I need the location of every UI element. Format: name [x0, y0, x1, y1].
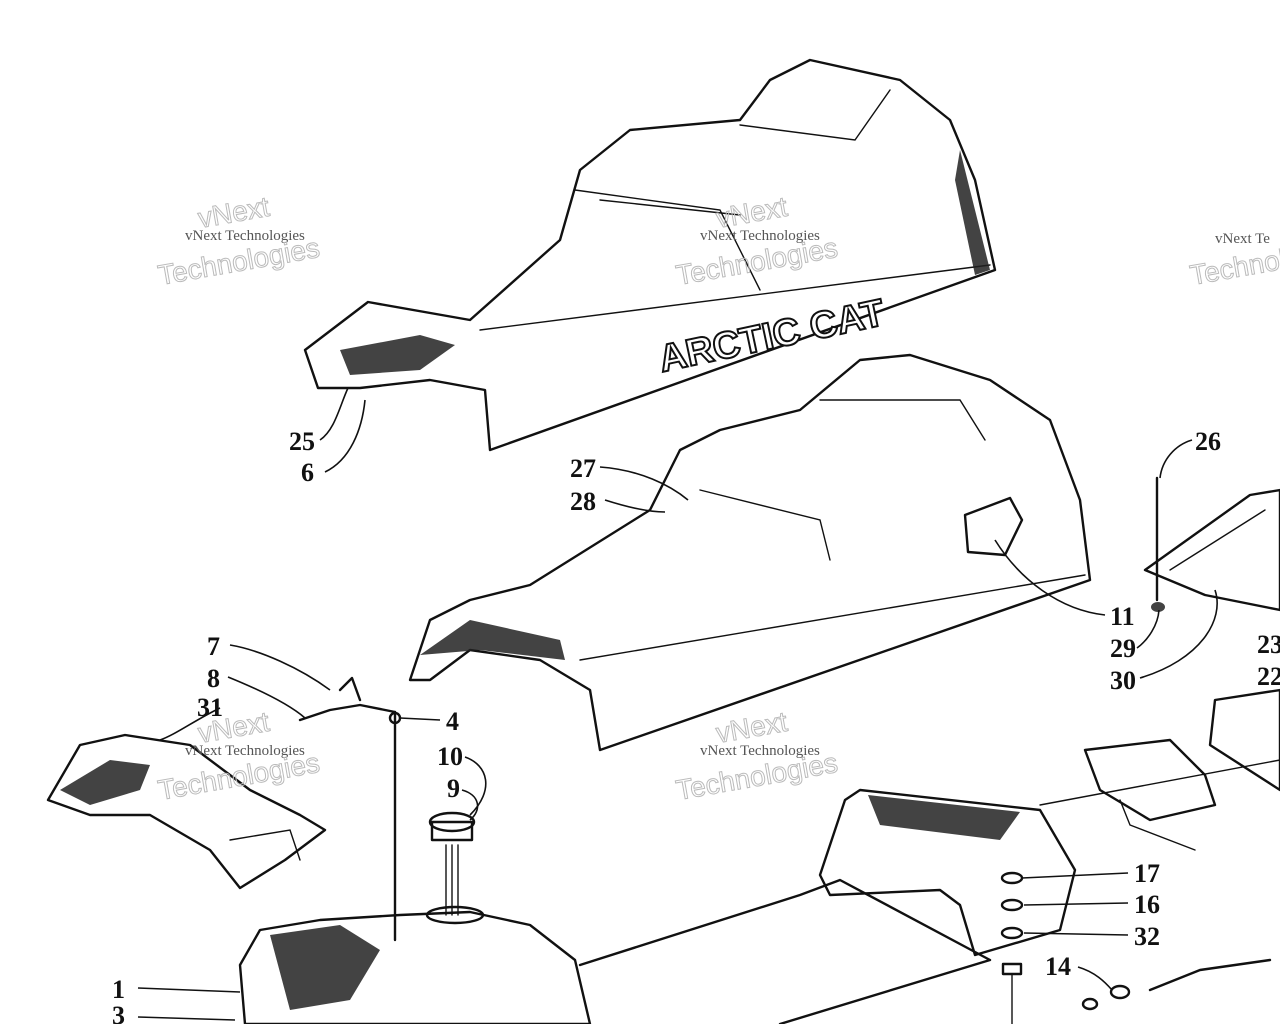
watermark-text: vNext Technologies [700, 228, 820, 244]
callout-29: 29 [1110, 634, 1136, 663]
callout-23: 23 [1257, 630, 1280, 659]
fuel-cap [428, 811, 476, 916]
callout-32: 32 [1134, 922, 1160, 951]
callout-30: 30 [1110, 666, 1136, 695]
watermark-text: vNext Te [1215, 231, 1270, 247]
hardware [1000, 476, 1272, 1024]
callout-3: 3 [112, 1001, 125, 1024]
callout-11: 11 [1110, 602, 1135, 631]
callout-17: 17 [1134, 859, 1160, 888]
callout-16: 16 [1134, 890, 1160, 919]
callout-22: 22 [1257, 662, 1280, 691]
callout-14: 14 [1045, 952, 1071, 981]
callout-4: 4 [446, 707, 459, 736]
frame-tunnel [578, 759, 1280, 1024]
callout-1: 1 [112, 975, 125, 1004]
callout-25: 25 [289, 427, 315, 456]
upper-seat-cover: ARCTIC CAT [303, 58, 997, 452]
callout-31: 31 [197, 693, 223, 722]
watermark-text: vNext Technologies [185, 743, 305, 759]
backrest [46, 733, 327, 890]
lower-seat [408, 353, 1092, 752]
callout-numbers: 25 6 27 28 11 26 29 30 23 22 7 8 4 31 10… [112, 427, 1280, 1024]
arctic-cat-logo: ARCTIC CAT [655, 292, 888, 381]
callout-8: 8 [207, 664, 220, 693]
callout-7: 7 [207, 632, 220, 661]
watermark-text: vNext Technologies [185, 228, 305, 244]
taillight-assembly [1083, 488, 1280, 851]
callout-6: 6 [301, 458, 314, 487]
callout-9: 9 [447, 774, 460, 803]
callout-28: 28 [570, 487, 596, 516]
watermarks: vNext Technologies vNext Technologies vN… [155, 190, 1280, 806]
vent-hose [298, 676, 402, 942]
watermark-text: vNext Technologies [700, 743, 820, 759]
callout-10: 10 [437, 742, 463, 771]
fuel-tank [238, 905, 592, 1024]
callout-27: 27 [570, 454, 596, 483]
callout-26: 26 [1195, 427, 1221, 456]
leader-lines [137, 387, 1218, 1021]
